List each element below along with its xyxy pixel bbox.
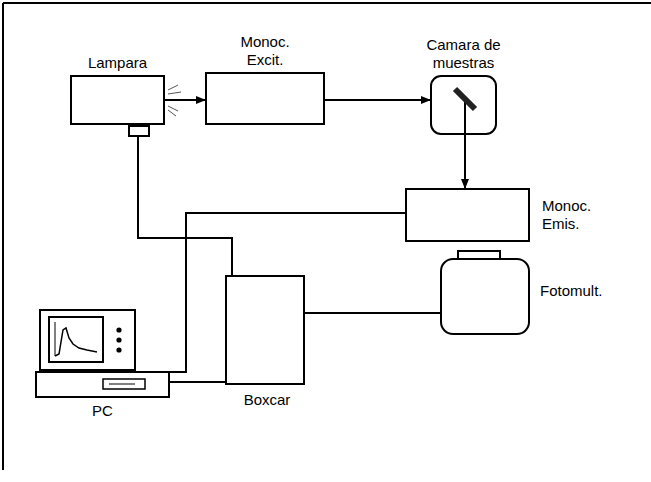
mirror (432, 77, 495, 133)
frame-line (3, 2, 651, 4)
node-label: Lampara (88, 54, 147, 72)
signal-connector (165, 99, 205, 101)
photomultiplier: Fotomult. (440, 250, 530, 335)
computer-outline (35, 308, 170, 398)
signal-connector (305, 312, 440, 314)
monochromator-box: Monoc. Emis. (405, 188, 530, 242)
node-label: Boxcar (244, 391, 291, 409)
node-label: Camara de muestras (423, 36, 505, 72)
signal-connector (325, 99, 430, 101)
node-label: Monoc. Excit. (229, 33, 301, 69)
lamp-connector (128, 125, 150, 137)
node-label: Fotomult. (540, 282, 603, 300)
lamp-box: Lampara (70, 75, 165, 125)
signal-connector (464, 135, 466, 188)
node-label: Monoc. Emis. (542, 197, 604, 233)
node-label: PC (92, 402, 113, 420)
computer-icon: PC (35, 308, 170, 398)
photomultiplier-outline (440, 250, 530, 335)
frame-line (2, 3, 4, 470)
monochromator-box: Monoc. Excit. (205, 72, 325, 125)
boxcar-box: Boxcar (225, 275, 305, 385)
sample-chamber: Camara de muestras (430, 75, 497, 135)
signal-connector (170, 381, 225, 383)
